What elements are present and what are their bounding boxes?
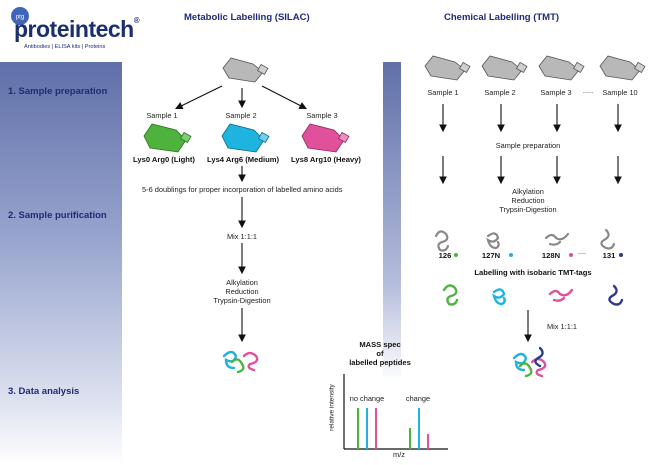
stage-sample-preparation: 1. Sample preparation [8, 86, 108, 97]
silac-step-reduction: Reduction [225, 287, 259, 296]
tmt-peptide-grey-icons [434, 228, 616, 252]
tmt-sample-10: Sample 10 [602, 88, 638, 97]
silac-flask-medium-icon [221, 123, 270, 153]
ms-xlabel: m/z [393, 450, 405, 459]
tmt-mix-text: Mix 1:1:1 [547, 322, 577, 331]
logo-badge-text: ptg [16, 15, 24, 21]
logo-badge-icon: ptg [11, 7, 29, 25]
silac-doubling-text: 5-6 doublings for proper incorporation o… [142, 185, 343, 194]
silac-label-light: Lys0 Arg0 (Light) [133, 155, 195, 164]
tmt-sample-3: Sample 3 [540, 88, 572, 97]
tmt-step-reduction: Reduction [511, 196, 545, 205]
tmt-step-alkylation: Alkylation [512, 187, 544, 196]
ms-peaks [357, 408, 429, 449]
silac-mixed-peptides-icon [222, 350, 259, 374]
tmt-tag-131: 131 [602, 251, 616, 260]
tmt-flask-10-icon [599, 55, 646, 81]
tmt-prep-text: Sample preparation [495, 141, 561, 150]
tmt-tag-128n: 128N [541, 251, 561, 260]
silac-sample-1: Sample 1 [146, 111, 178, 120]
tmt-flask-2-icon [481, 55, 528, 81]
silac-label-heavy: Lys8 Arg10 (Heavy) [291, 155, 361, 164]
tmt-flask-1-icon [424, 55, 471, 81]
tmt-arrows [439, 104, 622, 343]
stage-data-analysis: 3. Data analysis [8, 386, 80, 397]
ms-title-line-3: labelled peptides [349, 358, 411, 367]
divider-band [383, 62, 401, 382]
ms-title-line-1: MASS spec [359, 340, 401, 349]
logo-name: proteintech® [14, 16, 140, 42]
silac-step-alkylation: Alkylation [226, 278, 258, 287]
ms-no-change-label: no change [349, 394, 385, 403]
silac-sample-2: Sample 2 [225, 111, 257, 120]
tmt-step-digestion: Trypsin-Digestion [499, 205, 557, 214]
ms-title-line-2: of [376, 349, 384, 358]
silac-label-medium: Lys4 Arg6 (Medium) [206, 155, 279, 164]
silac-title: Metabolic Labelling (SILAC) [184, 12, 310, 23]
tmt-tag-126: 126 [438, 251, 452, 260]
silac-sample-3: Sample 3 [306, 111, 338, 120]
tmt-peptide-colored-icons [442, 284, 624, 306]
tmt-title: Chemical Labelling (TMT) [444, 12, 560, 23]
tmt-tag-dots: .... [577, 247, 587, 256]
tmt-sample-2: Sample 2 [484, 88, 516, 97]
silac-flask-light-icon [143, 123, 192, 153]
stage-band [0, 62, 122, 465]
tmt-flask-3-icon [538, 55, 585, 81]
silac-flask-icon [222, 57, 269, 83]
tmt-sample-1: Sample 1 [427, 88, 459, 97]
tmt-labelling-text: Labelling with isobaric TMT-tags [474, 268, 592, 277]
tmt-sample-dots: ..... [582, 86, 594, 95]
ms-axes [343, 374, 448, 450]
silac-arrows [175, 85, 307, 343]
tmt-mixed-peptides-icon [512, 346, 547, 378]
logo-tagline: Antibodies | ELISA kits | Proteins [24, 44, 106, 50]
tmt-tag-127n: 127N [481, 251, 501, 260]
ms-change-label: change [405, 394, 431, 403]
silac-flask-heavy-icon [301, 123, 350, 153]
stage-sample-purification: 2. Sample purification [8, 210, 107, 221]
silac-mix-text: Mix 1:1:1 [227, 232, 257, 241]
silac-step-digestion: Trypsin-Digestion [213, 296, 271, 305]
